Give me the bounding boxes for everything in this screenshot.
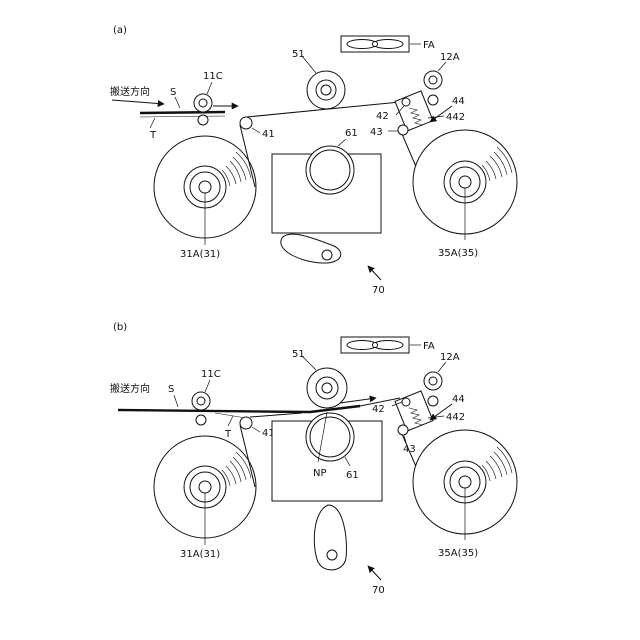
cam-70	[281, 234, 341, 263]
roller-51-b	[307, 368, 347, 408]
ref-51: 51	[292, 49, 305, 60]
roller-51	[307, 71, 345, 109]
ref-42: 42	[376, 111, 389, 122]
roller-11c	[194, 94, 212, 125]
roller-11c-b	[192, 392, 210, 425]
ref-43-b: 43	[403, 444, 416, 455]
takeup-roll-label-b: 35A(35)	[438, 548, 478, 559]
cam-70-b	[314, 505, 346, 570]
ref-np: NP	[313, 468, 327, 479]
ref-70: 70	[372, 285, 385, 296]
ref-43: 43	[370, 127, 383, 138]
ribbon-to-nip-b	[250, 413, 302, 417]
figure-a: (a) FA 51 12A 搬送方向 S	[110, 25, 517, 296]
ref-11c-b: 11C	[201, 369, 221, 380]
supply-roll-label-b: 31A(31)	[180, 549, 220, 560]
fan-fa	[341, 36, 409, 52]
guide-roller-41-b	[240, 417, 252, 429]
ref-442-b: 442	[446, 412, 465, 423]
supply-roll-label: 31A(31)	[180, 249, 220, 260]
ref-fa: FA	[423, 40, 435, 51]
ref-12a-b: 12A	[440, 352, 460, 363]
figure-label-b: (b)	[113, 322, 127, 333]
figure-b: (b) FA 51 12A 搬送方向 S	[110, 322, 517, 596]
peel-unit-44	[395, 91, 433, 135]
ref-70-b: 70	[372, 585, 385, 596]
ref-12a: 12A	[440, 52, 460, 63]
guide-roller-41	[240, 117, 252, 129]
roller-12a-b	[424, 372, 442, 406]
ref-44-b: 44	[452, 394, 465, 405]
transfer-film-t-b	[215, 413, 246, 418]
ref-442: 442	[446, 112, 465, 123]
peel-unit-44-b	[395, 391, 433, 435]
roller-12a	[424, 71, 442, 105]
conveying-direction-label-b: 搬送方向	[110, 382, 150, 395]
ref-42-b: 42	[372, 404, 385, 415]
takeup-roll-label: 35A(35)	[438, 248, 478, 259]
ref-41: 41	[262, 129, 275, 140]
heater-unit-61	[272, 146, 381, 233]
transfer-film-t	[140, 116, 225, 117]
heater-unit-61-b	[272, 413, 382, 501]
ref-fa-b: FA	[423, 341, 435, 352]
ref-51-b: 51	[292, 349, 305, 360]
ref-s: S	[170, 87, 176, 98]
fan-fa-b	[341, 337, 409, 353]
ref-61-b: 61	[346, 470, 359, 481]
ref-t: T	[149, 130, 157, 141]
ref-t-b: T	[224, 429, 232, 440]
conveying-direction-label: 搬送方向	[110, 85, 150, 98]
ref-s-b: S	[168, 384, 174, 395]
ref-44: 44	[452, 96, 465, 107]
figure-label-a: (a)	[113, 25, 127, 36]
ref-61: 61	[345, 128, 358, 139]
sheet-s	[140, 112, 225, 113]
ref-11c: 11C	[203, 71, 223, 82]
